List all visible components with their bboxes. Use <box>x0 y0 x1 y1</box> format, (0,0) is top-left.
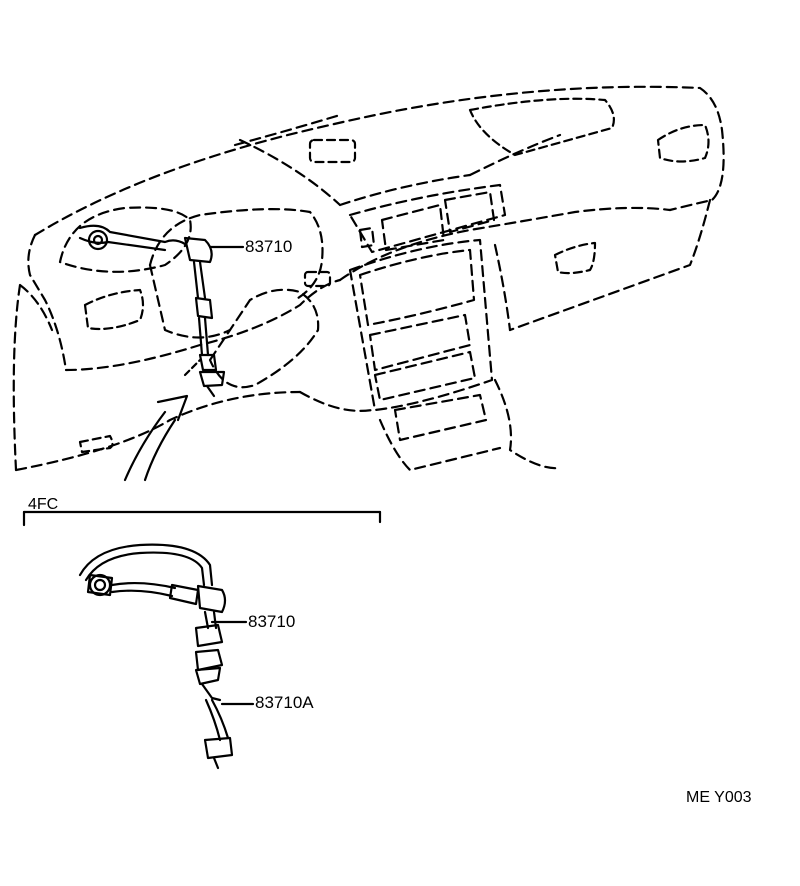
upper-cable <box>78 224 226 398</box>
part-label-83710: 83710 <box>245 237 293 256</box>
lower-cable-assembly <box>78 543 234 770</box>
part-label-83710-lower: 83710 <box>248 612 296 631</box>
section-bracket <box>22 510 382 527</box>
diagram-code: ME Y003 <box>686 789 752 806</box>
section-label: 4FC <box>28 496 59 513</box>
dash-vents <box>78 97 710 454</box>
instrument-cluster <box>58 206 324 339</box>
direction-arrow <box>123 394 189 482</box>
part-label-83710a: 83710A <box>255 693 314 712</box>
dashboard-outline <box>12 85 725 472</box>
center-console <box>348 183 507 472</box>
steering-area <box>183 288 320 389</box>
